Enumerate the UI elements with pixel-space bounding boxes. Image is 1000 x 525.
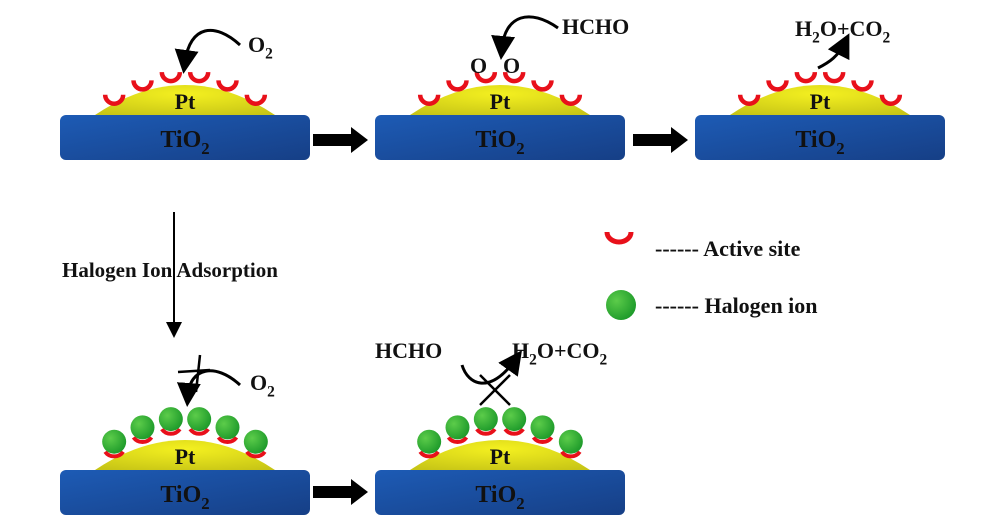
panel-poisoned-o2-blocked: TiO2 Pt xyxy=(60,407,310,515)
halogen-ion xyxy=(558,429,583,454)
active-site-mark xyxy=(446,80,469,92)
active-site-mark xyxy=(159,71,183,84)
panel-clean-o2-adsorption: TiO2 Pt xyxy=(60,71,310,160)
halogen-ion xyxy=(102,429,127,454)
active-site-mark xyxy=(244,94,268,106)
pt-particle xyxy=(95,85,275,115)
tio2-label: TiO2 xyxy=(475,127,524,158)
tio2-label: TiO2 xyxy=(160,482,209,513)
o2-adsorption-arrow xyxy=(174,28,242,74)
active-site-mark xyxy=(187,71,211,84)
adsorbed-o-label: O xyxy=(470,53,487,78)
pt-label: Pt xyxy=(175,89,196,114)
active-site-mark xyxy=(160,427,182,436)
pt-particle xyxy=(730,85,910,115)
halogen-ion xyxy=(417,429,442,454)
products-label: H2O+CO2 xyxy=(512,338,607,369)
hcho-label: HCHO xyxy=(375,338,442,363)
legend-item-halogen-ion: ------ Halogen ion xyxy=(655,293,818,318)
tio2-label: TiO2 xyxy=(160,127,209,158)
pt-label: Pt xyxy=(490,89,511,114)
halogen-ion xyxy=(215,415,240,440)
halogen-ion xyxy=(130,415,155,440)
halogen-ion xyxy=(187,407,212,432)
panel-poisoned-hcho-blocked: TiO2 Pt xyxy=(375,407,625,515)
panel-clean-products: TiO2 Pt xyxy=(695,71,945,160)
hcho-label: HCHO xyxy=(562,14,629,39)
active-site-mark xyxy=(502,71,526,84)
legend-halogen-ion-icon xyxy=(606,290,636,320)
pt-label: Pt xyxy=(175,444,196,469)
active-site-mark xyxy=(766,80,789,92)
active-site-mark xyxy=(216,80,239,92)
block-cross xyxy=(479,374,511,406)
products-label: H2O+CO2 xyxy=(795,16,890,47)
pt-label: Pt xyxy=(810,89,831,114)
halogen-ion xyxy=(473,407,498,432)
tio2-label: TiO2 xyxy=(795,127,844,158)
active-site-mark xyxy=(560,450,582,459)
halogen-ion xyxy=(502,407,527,432)
o2-label: O2 xyxy=(248,32,273,63)
active-site-mark xyxy=(822,71,846,84)
halogen-ion xyxy=(530,415,555,440)
active-site-mark xyxy=(103,450,125,459)
halogen-ion xyxy=(158,407,183,432)
tio2-support xyxy=(60,115,310,160)
active-site-mark xyxy=(737,94,761,106)
block-mark xyxy=(177,368,211,374)
tio2-support xyxy=(375,470,625,515)
tio2-support xyxy=(375,115,625,160)
active-site-mark xyxy=(188,427,210,436)
active-site-mark xyxy=(131,436,154,445)
halogen-ion xyxy=(445,415,470,440)
tio2-support xyxy=(695,115,945,160)
active-site-mark xyxy=(851,80,874,92)
tio2-support xyxy=(60,470,310,515)
block-mark xyxy=(194,354,202,393)
active-site-mark xyxy=(559,94,583,106)
hcho-arrow xyxy=(491,15,559,60)
flow-arrow xyxy=(313,479,368,505)
legend-active-site-icon xyxy=(604,231,634,245)
active-site-mark xyxy=(131,80,154,92)
panel-clean-hcho-reaction: TiO2 Pt xyxy=(375,71,625,160)
active-site-mark xyxy=(245,450,267,459)
active-site-mark xyxy=(446,436,469,445)
active-site-mark xyxy=(503,427,525,436)
adsorbed-o-label: O xyxy=(503,53,520,78)
active-site-mark xyxy=(418,450,440,459)
pt-particle xyxy=(410,440,590,470)
legend-item-active-site: ------ Active site xyxy=(655,236,801,261)
halogen-ion xyxy=(243,429,268,454)
product-release-arrow xyxy=(817,33,850,70)
active-site-mark xyxy=(216,436,239,445)
active-site-mark xyxy=(475,427,497,436)
active-site-mark xyxy=(879,94,903,106)
tio2-label: TiO2 xyxy=(475,482,524,513)
active-site-mark xyxy=(531,436,554,445)
blocked-reaction-arrow xyxy=(460,350,522,385)
active-site-mark xyxy=(102,94,126,106)
pt-label: Pt xyxy=(490,444,511,469)
pt-particle xyxy=(410,85,590,115)
flow-arrow xyxy=(313,127,368,153)
flow-arrow xyxy=(633,127,688,153)
active-site-mark xyxy=(474,71,498,84)
pt-particle xyxy=(95,440,275,470)
active-site-mark xyxy=(417,94,441,106)
active-site-mark xyxy=(794,71,818,84)
o2-label: O2 xyxy=(250,370,275,401)
process-step-label: Halogen Ion Adsorption xyxy=(62,258,278,282)
active-site-mark xyxy=(531,80,554,92)
